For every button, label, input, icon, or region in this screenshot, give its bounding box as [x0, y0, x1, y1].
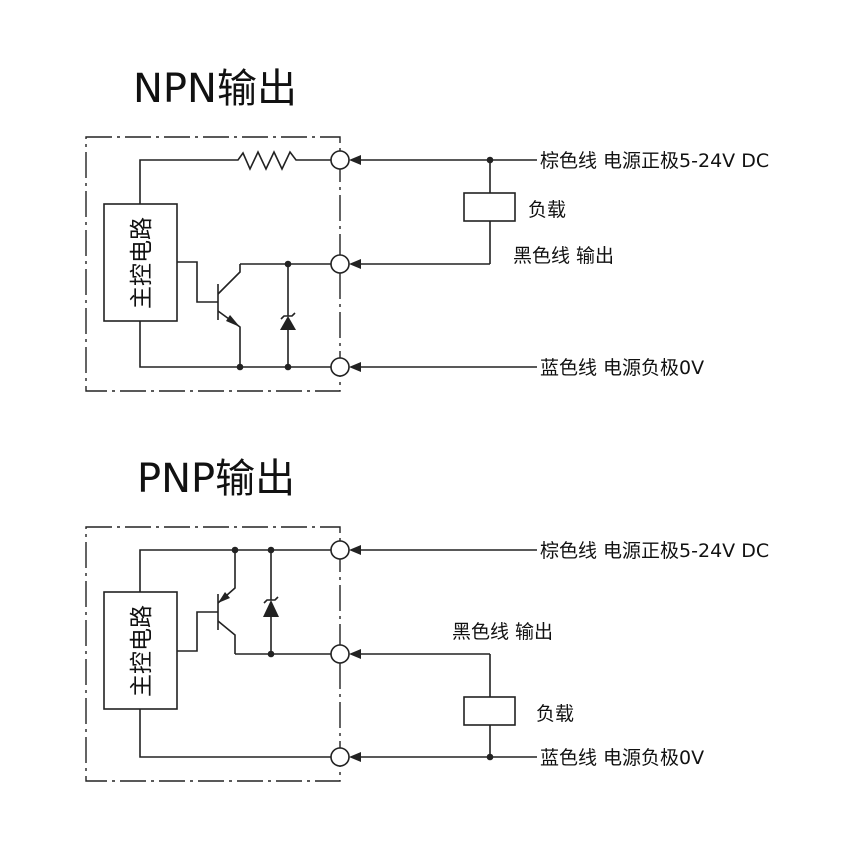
- pnp-junction-dot: [231, 546, 239, 554]
- pnp-brown-wire-label: 棕色线 电源正极5-24V DC: [540, 540, 769, 562]
- pnp-junction-dot: [267, 650, 275, 658]
- npn-zener-diode: [280, 264, 296, 367]
- pnp-junction-dot: [486, 753, 494, 761]
- npn-brown-wire-label: 棕色线 电源正极5-24V DC: [540, 150, 769, 172]
- npn-resistor: [139, 150, 340, 204]
- npn-terminal-blue: [330, 357, 350, 377]
- pnp-transistor: [177, 550, 236, 654]
- pnp-blue-wire-label: 蓝色线 电源负极0V: [540, 747, 704, 769]
- npn-junction-dot: [486, 156, 494, 164]
- pnp-arrow: [349, 545, 361, 555]
- npn-transistor: [177, 261, 241, 367]
- npn-load: [463, 192, 516, 222]
- pnp-load: [463, 696, 516, 726]
- pnp-zener-diode: [263, 550, 279, 654]
- npn-sensor-housing: [85, 136, 341, 392]
- npn-control-box-label: 主控电路: [129, 217, 155, 309]
- pnp-supply-wire: [139, 549, 340, 592]
- pnp-title: PNP输出: [137, 456, 295, 502]
- pnp-control-box-label: 主控电路: [129, 605, 155, 697]
- npn-junction-dot: [284, 363, 292, 371]
- pnp-junction-dot: [267, 546, 275, 554]
- npn-arrow: [349, 362, 361, 372]
- npn-junction-dot: [284, 260, 292, 268]
- pnp-terminal-brown: [330, 540, 350, 560]
- npn-ground-wire: [139, 321, 340, 368]
- npn-load-label: 负载: [528, 199, 566, 221]
- pnp-arrow: [349, 649, 361, 659]
- npn-terminal-black: [330, 254, 350, 274]
- pnp-diagram: PNP输出 主控电路: [85, 456, 769, 782]
- npn-arrow: [349, 155, 361, 165]
- pnp-load-label: 负载: [536, 703, 574, 725]
- npn-arrow: [349, 259, 361, 269]
- pnp-ground-wire: [139, 709, 340, 758]
- pnp-arrow: [349, 752, 361, 762]
- npn-terminal-brown: [330, 150, 350, 170]
- npn-black-wire-label: 黑色线 输出: [513, 245, 614, 267]
- npn-diagram: NPN输出 主控电路: [85, 66, 769, 392]
- npn-title: NPN输出: [133, 66, 297, 112]
- pnp-terminal-blue: [330, 747, 350, 767]
- npn-junction-dot: [236, 363, 244, 371]
- pnp-black-wire-label: 黑色线 输出: [452, 621, 553, 643]
- pnp-terminal-black: [330, 644, 350, 664]
- pnp-sensor-housing: [85, 526, 341, 782]
- npn-blue-wire-label: 蓝色线 电源负极0V: [540, 357, 704, 379]
